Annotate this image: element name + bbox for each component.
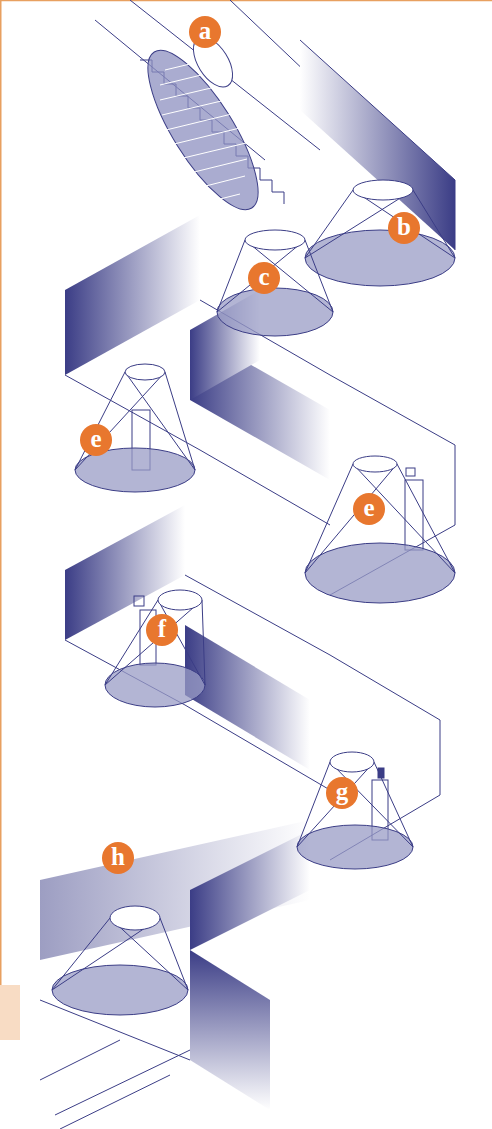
callout-letter: g [336, 779, 349, 804]
frame-line [0, 0, 2, 985]
wall [300, 40, 455, 250]
light-cone [105, 590, 205, 707]
light-cone [217, 230, 333, 336]
callout-badge: e [353, 493, 385, 525]
callout-badge: f [146, 614, 178, 646]
callout-badge: b [388, 212, 420, 244]
floor-line [65, 375, 330, 525]
callout-badge: g [326, 777, 358, 809]
light-cone [305, 180, 455, 286]
wall [65, 215, 200, 375]
callout-letter: h [111, 844, 125, 869]
exit-sign [406, 468, 415, 476]
wall [190, 950, 270, 1110]
light-cone [305, 456, 455, 603]
light-cones [52, 180, 455, 1015]
callout-letter: e [90, 426, 101, 451]
light-cone [75, 364, 195, 492]
wall-edge [300, 40, 455, 250]
floor-line [40, 1040, 120, 1080]
callout-badge: c [248, 262, 280, 294]
wall [40, 820, 310, 960]
floor-line [185, 575, 440, 860]
callout-letter: c [258, 264, 269, 289]
floor-line [55, 1050, 190, 1115]
stairs [129, 30, 284, 224]
callout-letter: f [158, 616, 166, 641]
exit-sign [134, 596, 144, 606]
callout-letter: a [199, 18, 212, 43]
door [405, 480, 423, 550]
callout-badge: h [102, 842, 134, 874]
frame-tab [0, 985, 20, 1040]
light-cone [297, 752, 413, 869]
light-cone [52, 906, 188, 1015]
frame-line [0, 0, 492, 1]
callout-letter: e [363, 495, 374, 520]
callout-letter: b [397, 214, 411, 239]
callout-badge: a [189, 16, 221, 48]
floor-line [65, 640, 330, 790]
floor-line [60, 1075, 170, 1129]
wall [190, 830, 310, 950]
callout-badge: e [80, 424, 112, 456]
